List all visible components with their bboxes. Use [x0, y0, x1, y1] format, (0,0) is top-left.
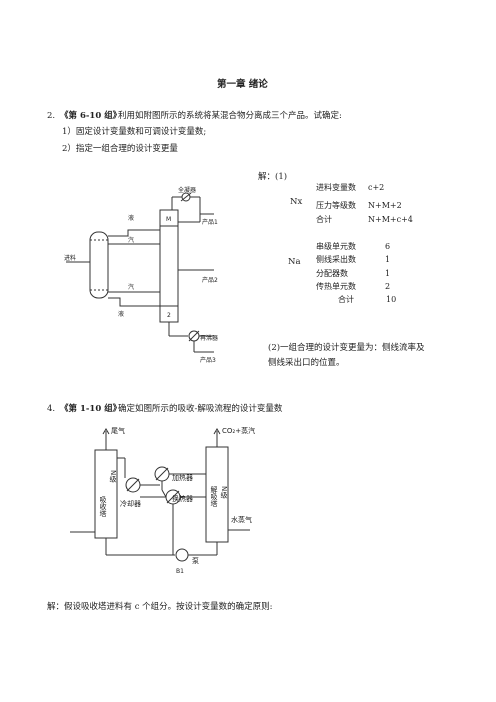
pump-label: 泵 [192, 557, 199, 565]
cooler-icon [126, 478, 140, 492]
na-row-label: 合计 [338, 295, 354, 304]
stripper-stages-label: N级 [220, 486, 228, 499]
heater-label: 加热器 [172, 473, 193, 482]
condenser-label: 全凝器 [178, 186, 196, 194]
nx-row-value: N+M+2 [368, 201, 402, 210]
na-row-label: 分配器数 [316, 269, 348, 278]
pump-icon [176, 549, 188, 561]
side-column [90, 232, 108, 298]
exchanger-icon [166, 490, 180, 504]
reboiler-icon [189, 331, 199, 341]
q2-answer-2-line2: 侧线采出口的位置。 [268, 358, 345, 368]
na-row-value: 1 [385, 269, 391, 278]
nx-symbol: Nx [290, 197, 303, 207]
co2-steam-label: CO₂+蒸汽 [222, 426, 255, 435]
q4-solution-text: 解：假设吸收塔进料有 c 个组分。按设计变量数的确定原则: [47, 602, 273, 612]
main-column [160, 210, 178, 322]
na-row-label: 串级单元数 [316, 242, 356, 251]
stage-bottom-label: 2 [167, 312, 171, 319]
cooler-label: 冷却器 [120, 499, 141, 508]
na-row-label: 传热单元数 [316, 282, 356, 291]
exchanger-label: 换热器 [172, 494, 193, 503]
q4-number: 4. [47, 404, 56, 414]
q2-question-text: 利用如附图所示的系统将某混合物分离成三个产品。试确定: [118, 111, 342, 121]
nx-row-label: 进料变量数 [316, 183, 356, 192]
q2-number: 2. [47, 111, 56, 121]
pump-id-label: B1 [176, 568, 184, 575]
q4-group-tag: 《第 1-10 组》 [60, 404, 122, 414]
steam-label: 水蒸气 [231, 515, 252, 524]
stage-top-label: M [166, 216, 171, 223]
reboiler-label: 再沸器 [200, 334, 218, 342]
na-row-label: 侧线采出数 [316, 255, 356, 264]
na-row-value: 6 [385, 242, 391, 251]
stripper-label: 解吸塔 [210, 485, 218, 508]
liquid-top-label: 液 [128, 214, 134, 222]
q2-solution-head: 解：(1) [258, 172, 288, 182]
feed-label: 进料 [64, 254, 76, 262]
vapor-bottom-label: 汽 [128, 283, 134, 291]
q2-answer-2-line1: (2)一组合理的设计变更量为：侧线流率及 [268, 343, 425, 353]
product1-label: 产品1 [202, 218, 218, 226]
na-row-value: 10 [386, 295, 397, 304]
liquid-bottom-label: 液 [118, 310, 124, 318]
na-symbol: Na [288, 257, 301, 267]
nx-row-label: 合计 [316, 215, 332, 224]
na-row-value: 2 [385, 282, 391, 291]
na-row-value: 1 [385, 255, 391, 264]
absorber-stages-label: N级 [109, 470, 117, 483]
chapter-title: 第一章 绪论 [217, 79, 268, 90]
q2-item-2: 2）指定一组合理的设计变更量 [62, 144, 178, 154]
heater-icon [155, 467, 169, 481]
product2-label: 产品2 [202, 276, 218, 284]
nx-row-label: 压力等级数 [316, 201, 356, 210]
absorber-label: 吸收塔 [99, 496, 107, 518]
stripper-column [206, 447, 228, 542]
nx-row-value: N+M+c+4 [368, 215, 413, 224]
q2-item-1: 1）固定设计变量数和可调设计变量数; [62, 127, 207, 137]
absorber-column [95, 450, 117, 538]
product3-label: 产品3 [200, 356, 216, 364]
lean-gas-label: 尾气 [111, 426, 125, 435]
q2-group-tag: 《第 6-10 组》 [60, 111, 122, 121]
q4-question-text: 确定如图所示的吸收-解吸流程的设计变量数 [118, 404, 283, 414]
condenser-icon [182, 193, 190, 201]
nx-row-value: c+2 [368, 183, 385, 192]
vapor-top-label: 汽 [128, 236, 134, 244]
